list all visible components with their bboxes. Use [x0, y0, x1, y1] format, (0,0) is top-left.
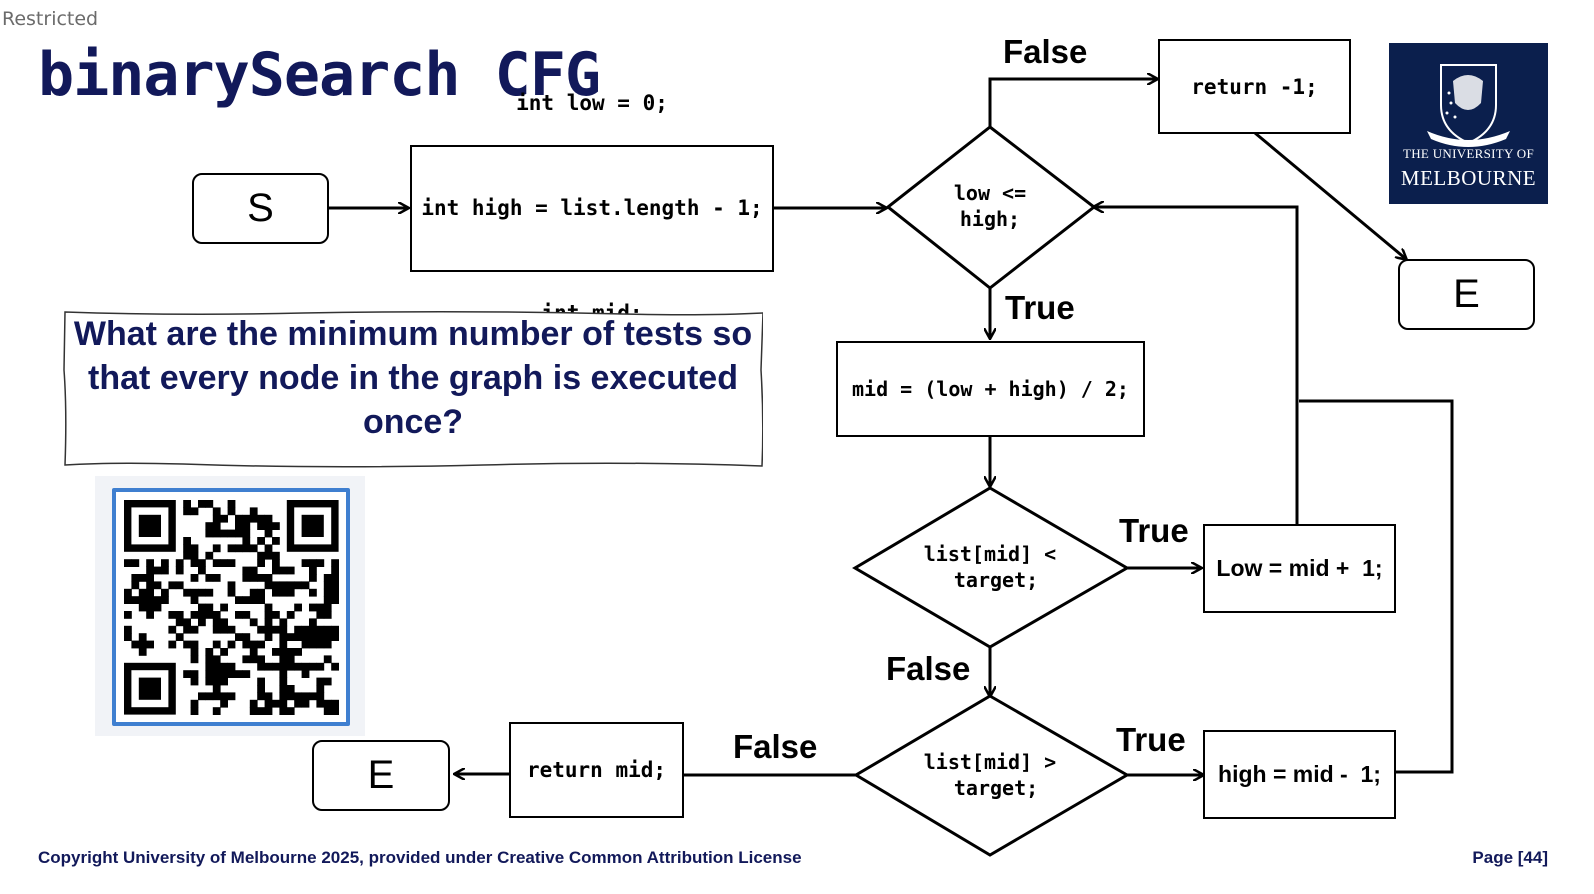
label-lt-true: True: [1119, 512, 1189, 549]
qr-code-icon: [124, 500, 339, 715]
low-update-text: Low = mid + 1;: [1216, 555, 1383, 581]
return-neg-block: return -1;: [1158, 39, 1351, 134]
qr-code-frame: [112, 488, 350, 726]
end-node-bottom: E: [312, 740, 450, 811]
high-update-block: high = mid - 1;: [1203, 730, 1396, 819]
label-lt-false: False: [886, 650, 971, 687]
question-callout-box: [63, 310, 763, 468]
mid-calc-block: mid = (low + high) / 2;: [836, 341, 1145, 437]
crest-icon: [1427, 64, 1510, 147]
classification-label: Restricted: [2, 8, 99, 30]
mid-calc-text: mid = (low + high) / 2;: [852, 377, 1129, 401]
label-gt-false: False: [733, 728, 818, 765]
init-line-1: int low = 0;: [516, 91, 668, 115]
decision-gt: [853, 694, 1130, 857]
label-gt-true: True: [1116, 721, 1186, 758]
question-text: What are the minimum number of tests so …: [73, 315, 753, 441]
return-neg-text: return -1;: [1191, 74, 1318, 99]
return-mid-block: return mid;: [509, 722, 684, 818]
end-node-top: E: [1398, 259, 1535, 330]
loop-condition: low <= high;: [953, 181, 1027, 231]
init-line-2: int high = list.length - 1;: [421, 196, 763, 220]
decision-loop: [885, 125, 1097, 290]
high-update-text: high = mid - 1;: [1218, 761, 1381, 787]
footer-copyright: Copyright University of Melbourne 2025, …: [38, 848, 802, 867]
init-block: int low = 0; int high = list.length - 1;…: [410, 91, 774, 325]
label-loop-true: True: [1005, 289, 1075, 326]
logo-text-line2: MELBOURNE: [1400, 166, 1537, 190]
gt-condition: list[mid] > target;: [923, 750, 1057, 800]
page-number: Page [44]: [1472, 848, 1548, 867]
edge-low-loop: [1094, 207, 1299, 524]
label-loop-false: False: [1003, 33, 1088, 70]
lt-condition: list[mid] < target;: [923, 542, 1057, 592]
edge-return-end: [1254, 131, 1406, 259]
edge-loop-false: [988, 79, 1157, 127]
return-mid-text: return mid;: [526, 758, 667, 782]
university-logo: [1389, 43, 1548, 204]
low-update-block: Low = mid + 1;: [1203, 524, 1396, 613]
logo-text-line1: THE UNIVERSITY OF: [1403, 146, 1534, 161]
slide-title: binarySearch CFG: [38, 40, 601, 110]
decision-lt: [852, 486, 1130, 649]
start-node: S: [192, 173, 329, 244]
edge-high-loop: [1299, 399, 1454, 774]
